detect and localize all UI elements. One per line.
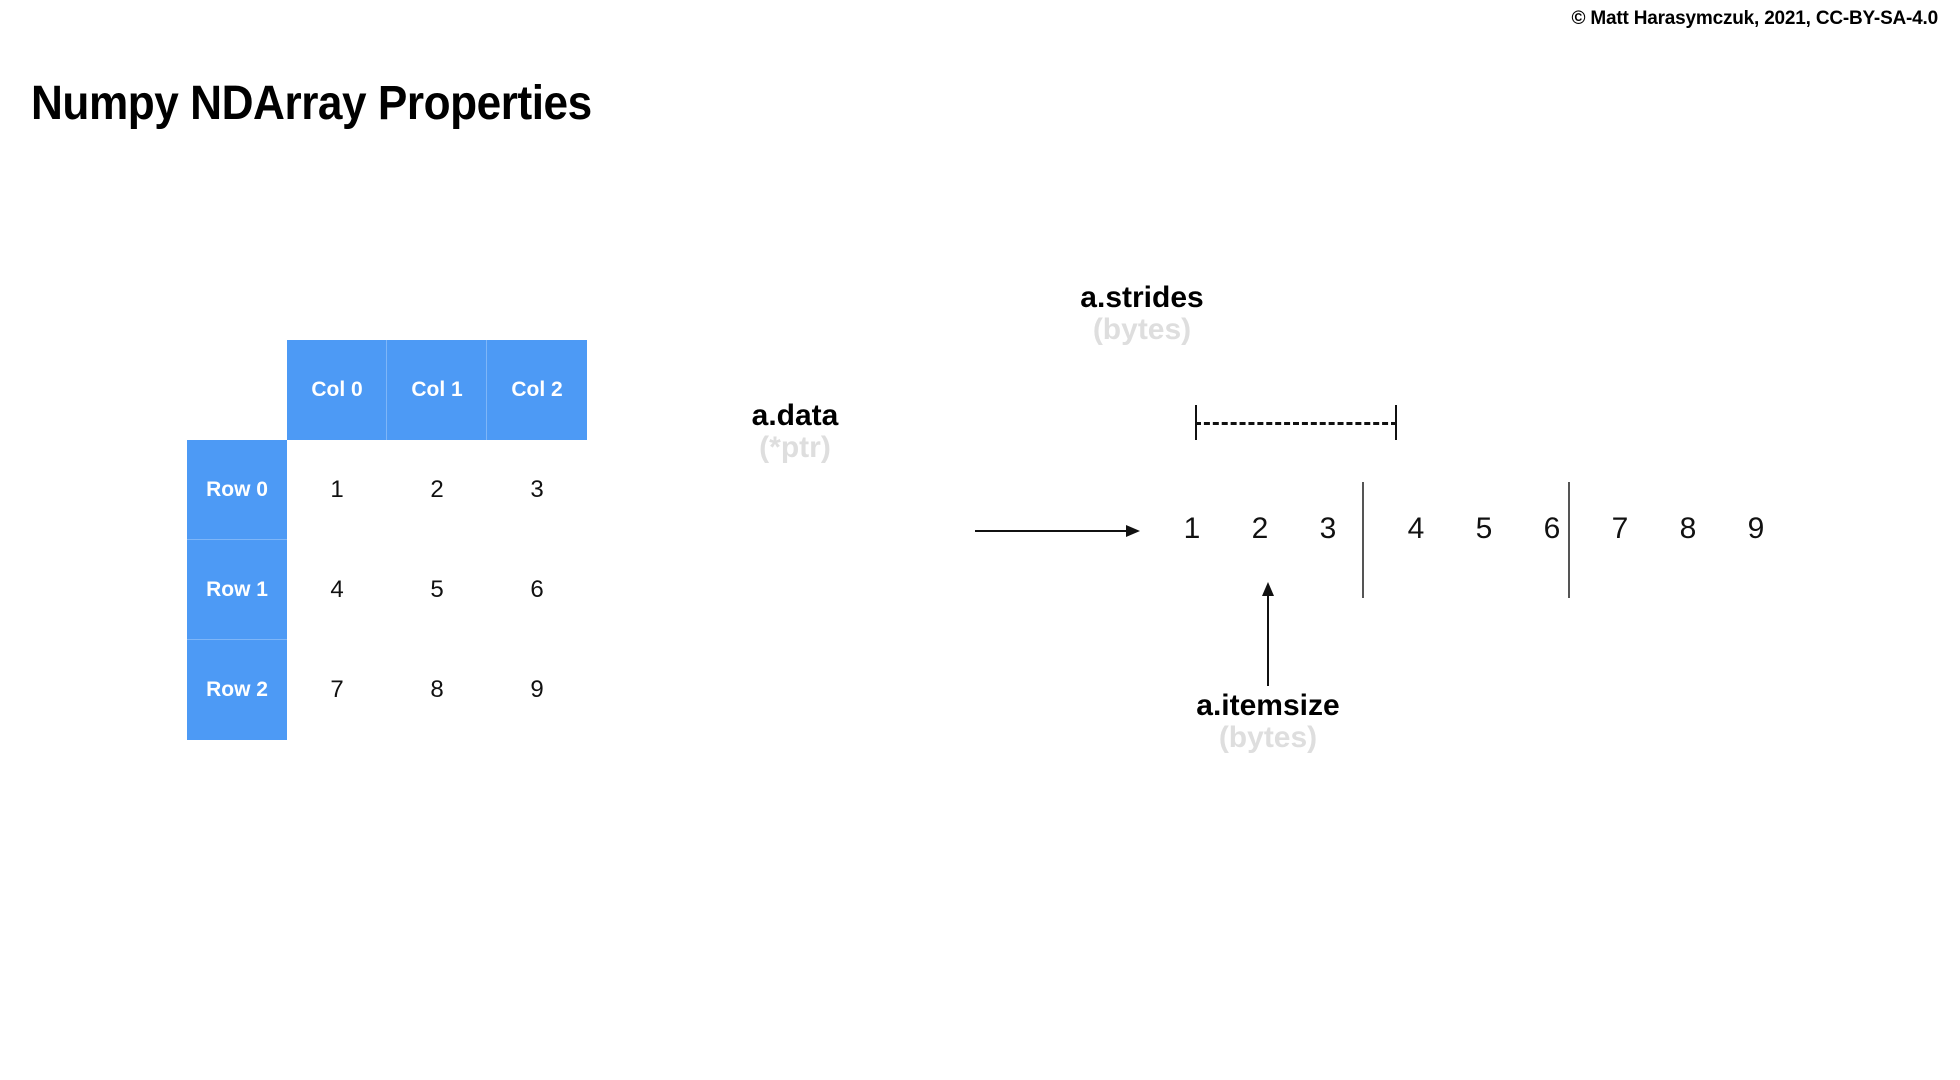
strides-annotation: a.strides (bytes) (992, 281, 1292, 347)
copyright-notice: © Matt Harasymczuk, 2021, CC-BY-SA-4.0 (1571, 8, 1939, 29)
table-cell: 5 (430, 576, 444, 603)
table-row-header-label: Row 2 (206, 678, 268, 701)
strides-label: a.strides (1080, 281, 1204, 314)
memory-cell: 5 (1475, 512, 1493, 545)
itemsize-arrow-icon (1262, 582, 1274, 686)
table-row-header-2: Row 2 (187, 640, 287, 740)
table-column-header-1: Col 1 (387, 340, 487, 440)
memory-cell: 3 (1319, 512, 1337, 545)
table-cell: 4 (330, 576, 344, 603)
table-cell: 7 (330, 676, 344, 703)
table-column-header-label: Col 1 (411, 378, 463, 401)
table-cell: 3 (530, 476, 544, 503)
ndarray-table: Col 0 Col 1 Col 2 Row 0 Row 1 Row 2 1 2 … (187, 340, 587, 740)
data-label: a.data (751, 399, 839, 432)
memory-cell: 8 (1679, 512, 1697, 545)
table-column-header-row: Col 0 Col 1 Col 2 (287, 340, 587, 440)
table-cell: 8 (430, 676, 444, 703)
table-cell: 2 (430, 476, 444, 503)
strides-dashed-bracket (1195, 405, 1397, 440)
memory-cell: 4 (1407, 512, 1425, 545)
memory-cell: 1 (1183, 512, 1201, 545)
memory-cell: 9 (1747, 512, 1765, 545)
strides-unit: (bytes) (1092, 313, 1192, 347)
arrow-head (1262, 582, 1274, 596)
itemsize-annotation: a.itemsize (bytes) (1118, 689, 1418, 755)
table-corner-spacer (187, 340, 287, 440)
memory-cell: 6 (1543, 512, 1561, 545)
page-title: Numpy NDArray Properties (31, 77, 592, 131)
arrow-shaft (975, 530, 1127, 532)
arrow-shaft (1267, 592, 1269, 686)
table-cell: 9 (530, 676, 544, 703)
table-column-header-2: Col 2 (487, 340, 587, 440)
table-column-header-0: Col 0 (287, 340, 387, 440)
memory-group-divider (1362, 482, 1364, 598)
table-cell: 1 (330, 476, 344, 503)
memory-strip: 1 2 3 4 5 6 7 8 9 (1160, 482, 1764, 598)
table-row-header-column: Row 0 Row 1 Row 2 (187, 440, 287, 740)
itemsize-label: a.itemsize (1196, 689, 1340, 722)
table-body: 1 2 3 4 5 6 7 8 9 (287, 440, 587, 740)
table-row-header-1: Row 1 (187, 540, 287, 640)
data-pointer-arrow-icon (975, 525, 1140, 537)
arrow-head (1126, 525, 1140, 537)
itemsize-unit: (bytes) (1218, 721, 1318, 755)
memory-layout-diagram: a.strides (bytes) a.data (*ptr) 1 2 3 4 … (752, 281, 1830, 790)
table-column-header-label: Col 0 (311, 378, 363, 401)
memory-cell: 2 (1251, 512, 1269, 545)
table-column-header-label: Col 2 (511, 378, 563, 401)
table-row-header-label: Row 1 (206, 578, 268, 601)
table-row-header-0: Row 0 (187, 440, 287, 540)
data-unit: (*ptr) (759, 431, 831, 465)
memory-group-divider (1568, 482, 1570, 598)
data-annotation: a.data (*ptr) (670, 399, 920, 465)
table-cell: 6 (530, 576, 544, 603)
memory-cell: 7 (1611, 512, 1629, 545)
table-row-header-label: Row 0 (206, 478, 268, 501)
